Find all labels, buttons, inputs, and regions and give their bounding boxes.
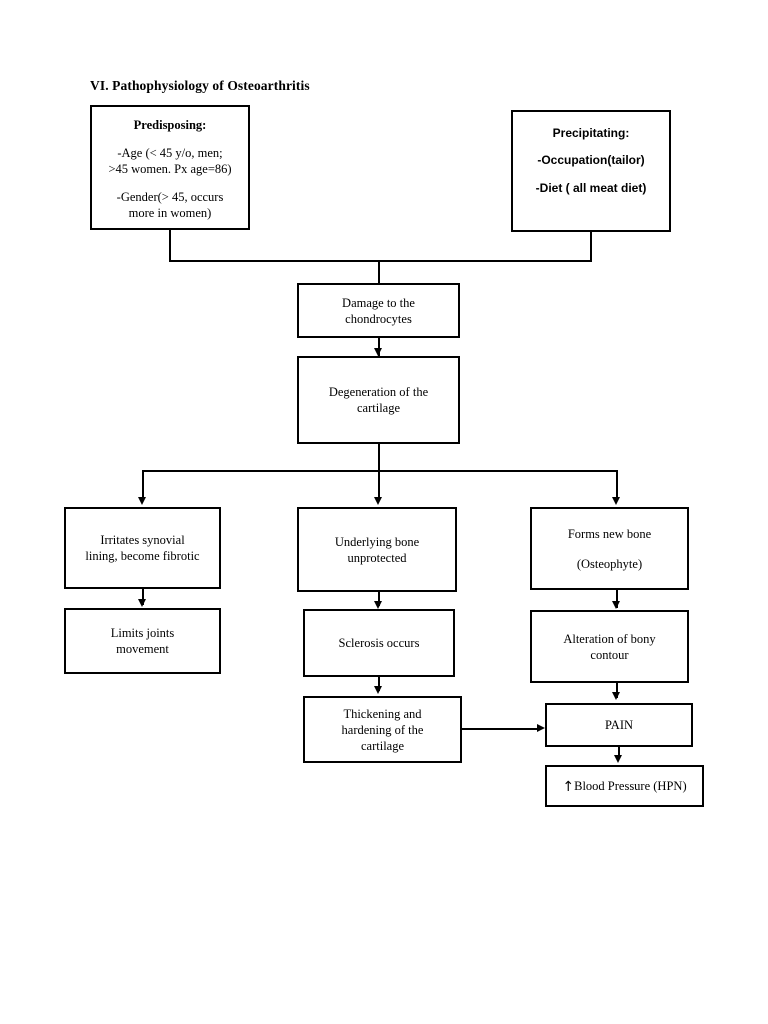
precipitating-diet: -Diet ( all meat diet) — [535, 180, 647, 195]
node-damage-to-chondrocytes[interactable]: Damage to the chondrocytes — [297, 283, 460, 338]
arrowhead-branch-right — [612, 497, 620, 505]
connector-predisposing-down — [169, 230, 171, 261]
node-limits-joints-movement[interactable]: Limits joints movement — [64, 608, 221, 674]
connector-branch-right — [616, 470, 618, 501]
up-arrow-icon: ↑ — [562, 779, 575, 795]
predisposing-header: Predisposing: — [133, 118, 207, 132]
connector-damage-to-degeneration — [378, 338, 380, 356]
arrowhead-irritates-to-limits — [138, 599, 146, 607]
arrowhead-alteration-to-pain — [612, 692, 620, 700]
connector-osteophyte-to-alteration — [616, 590, 618, 608]
connector-branch-left — [142, 470, 144, 501]
connector-degeneration-down — [378, 444, 380, 501]
node-precipitating[interactable]: Precipitating: -Occupation(tailor) -Diet… — [511, 110, 671, 232]
node-blood-pressure-hpn[interactable]: ↑ Blood Pressure (HPN) — [545, 765, 704, 807]
arrowhead-osteophyte-to-alteration — [612, 601, 620, 609]
connector-pain-to-bloodpressure — [618, 747, 620, 759]
page-title: VI. Pathophysiology of Osteoarthritis — [90, 78, 310, 93]
connector-alteration-to-pain — [616, 683, 618, 698]
arrowhead-branch-left — [138, 497, 146, 505]
connector-junction-to-damage — [378, 260, 380, 283]
connector-top-junction-bar — [169, 260, 592, 262]
connector-underlying-to-sclerosis — [378, 592, 380, 606]
node-irritates-synovial-lining[interactable]: Irritates synovial lining, become fibrot… — [64, 507, 221, 589]
node-alteration-of-bony-contour[interactable]: Alteration of bony contour — [530, 610, 689, 683]
predisposing-age: -Age (< 45 y/o, men; >45 women. Px age=8… — [108, 146, 232, 176]
node-underlying-bone-unprotected[interactable]: Underlying bone unprotected — [297, 507, 457, 592]
connector-irritates-to-limits — [142, 589, 144, 605]
predisposing-gender: -Gender(> 45, occurs more in women) — [116, 190, 224, 220]
arrowhead-damage-to-degeneration — [374, 348, 382, 356]
precipitating-header: Precipitating: — [552, 126, 630, 140]
node-degeneration-of-cartilage[interactable]: Degeneration of the cartilage — [297, 356, 460, 444]
connector-sclerosis-to-thickening — [378, 677, 380, 691]
node-sclerosis-occurs[interactable]: Sclerosis occurs — [303, 609, 455, 677]
arrowhead-pain-to-bloodpressure — [614, 755, 622, 763]
connector-thickening-to-pain — [462, 728, 539, 730]
node-forms-new-bone-osteophyte[interactable]: Forms new bone (Osteophyte) — [530, 507, 689, 590]
arrowhead-branch-middle — [374, 497, 382, 505]
node-predisposing[interactable]: Predisposing: -Age (< 45 y/o, men; >45 w… — [90, 105, 250, 230]
node-thickening-hardening-cartilage[interactable]: Thickening and hardening of the cartilag… — [303, 696, 462, 763]
connector-precipitating-down — [590, 232, 592, 261]
arrowhead-thickening-to-pain — [537, 724, 545, 732]
arrowhead-sclerosis-to-thickening — [374, 686, 382, 694]
blood-pressure-row: ↑ Blood Pressure (HPN) — [562, 779, 687, 795]
connector-three-way-bar — [142, 470, 617, 472]
arrowhead-underlying-to-sclerosis — [374, 601, 382, 609]
precipitating-occupation: -Occupation(tailor) — [537, 153, 645, 168]
node-pain[interactable]: PAIN — [545, 703, 693, 747]
